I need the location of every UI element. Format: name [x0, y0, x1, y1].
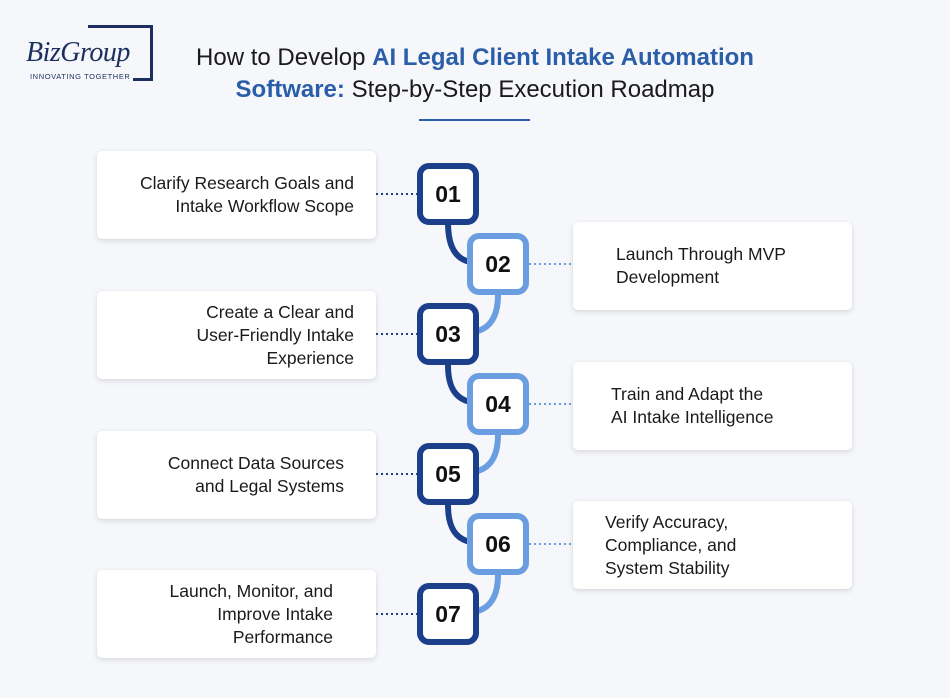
step-badge-02: 02 [467, 233, 529, 295]
step-card-04: Train and Adapt the AI Intake Intelligen… [573, 362, 852, 450]
step-badge-06: 06 [467, 513, 529, 575]
step-card-02: Launch Through MVP Development [573, 222, 852, 310]
step-card-05: Connect Data Sources and Legal Systems [97, 431, 376, 519]
page-title: How to Develop AI Legal Client Intake Au… [150, 42, 800, 106]
step-badge-01: 01 [417, 163, 479, 225]
logo-wordmark: BizGroup [26, 37, 132, 69]
step-card-07: Launch, Monitor, and Improve Intake Perf… [97, 570, 376, 658]
step-label-06: Verify Accuracy, Compliance, and System … [605, 511, 737, 578]
step-label-05: Connect Data Sources and Legal Systems [167, 453, 344, 496]
step-badge-05: 05 [417, 443, 479, 505]
step-badge-07: 07 [417, 583, 479, 645]
title-underline [419, 119, 530, 121]
step-label-07: Launch, Monitor, and Improve Intake Perf… [169, 580, 333, 647]
title-highlight: AI Legal Client Intake Automation Softwa… [235, 44, 754, 103]
step-label-01: Clarify Research Goals and Intake Workfl… [140, 173, 354, 216]
step-badge-04: 04 [467, 373, 529, 435]
step-label-03: Create a Clear and User-Friendly Intake … [196, 301, 354, 368]
step-card-06: Verify Accuracy, Compliance, and System … [573, 501, 852, 589]
step-card-03: Create a Clear and User-Friendly Intake … [97, 291, 376, 379]
title-part-1: How to Develop [196, 44, 373, 71]
logo-tagline: INNOVATING TOGETHER [30, 72, 134, 81]
step-badge-03: 03 [417, 303, 479, 365]
bizgroup-logo: BizGroup INNOVATING TOGETHER [22, 25, 157, 85]
step-card-01: Clarify Research Goals and Intake Workfl… [97, 151, 376, 239]
step-label-04: Train and Adapt the AI Intake Intelligen… [611, 384, 774, 427]
title-part-2: Step-by-Step Execution Roadmap [344, 76, 715, 103]
step-label-02: Launch Through MVP Development [616, 244, 786, 287]
